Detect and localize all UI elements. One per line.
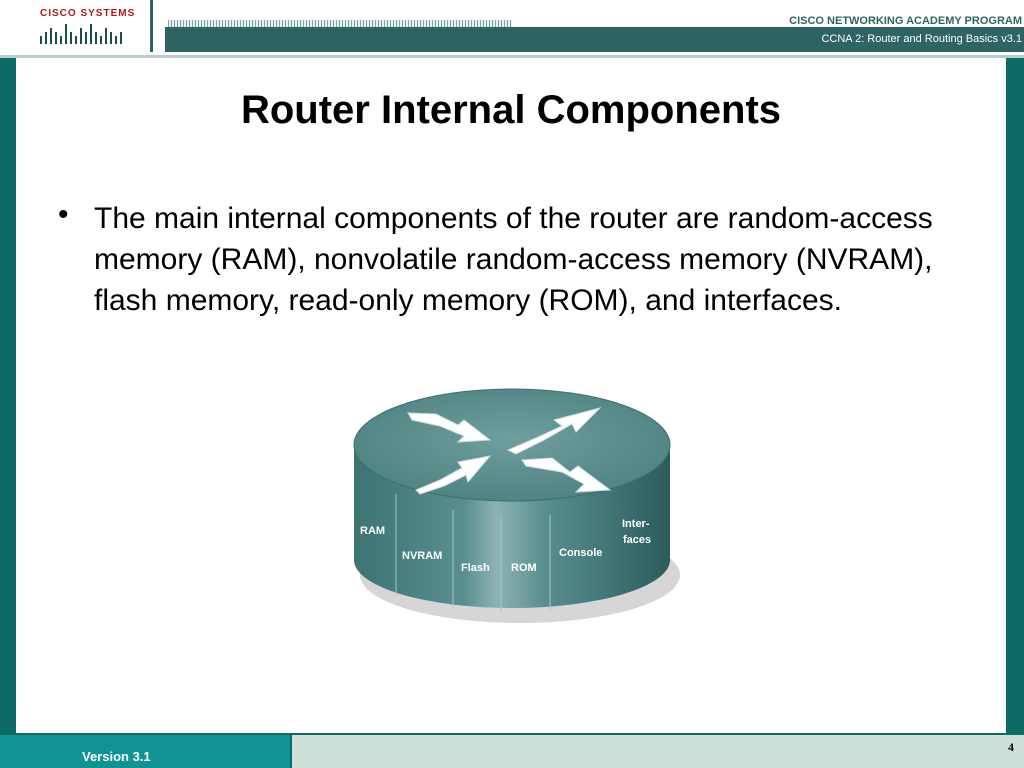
- router-top: [353, 388, 671, 502]
- cisco-logo: CISCO SYSTEMS: [0, 0, 153, 52]
- header-stripe: [168, 20, 512, 28]
- nvram-label: NVRAM: [402, 550, 442, 562]
- interfaces-label-line2: faces: [623, 534, 651, 546]
- console-label: Console: [559, 547, 602, 559]
- right-border: [1006, 58, 1024, 738]
- logo-text: CISCO SYSTEMS: [40, 8, 136, 19]
- bullet-marker: •: [58, 198, 69, 231]
- ram-label: RAM: [360, 525, 385, 537]
- bullet-text: The main internal components of the rout…: [94, 202, 933, 317]
- flash-label: Flash: [461, 562, 490, 574]
- router-diagram: RAM NVRAM Flash ROM Console Inter- faces: [353, 388, 680, 623]
- version-label: Version 3.1: [82, 749, 151, 764]
- header-band: [165, 27, 1024, 52]
- cisco-bars-icon: [40, 24, 122, 44]
- interfaces-label-line1: Inter-: [622, 518, 650, 530]
- router-arrows-icon: [407, 407, 612, 495]
- footer-page-panel: 4: [290, 733, 1024, 768]
- page-number: 4: [1008, 740, 1014, 754]
- left-border: [0, 58, 16, 738]
- course-title: CCNA 2: Router and Routing Basics v3.1: [821, 33, 1022, 45]
- slide-footer: Version 3.1 4: [0, 733, 1024, 768]
- slide-header: CISCO SYSTEMS: [0, 0, 1024, 60]
- slide-title: Router Internal Components: [240, 88, 782, 132]
- program-title: CISCO NETWORKING ACADEMY PROGRAM: [789, 15, 1022, 27]
- footer-version-panel: Version 3.1: [0, 733, 290, 768]
- rom-label: ROM: [511, 562, 537, 574]
- header-rule: [0, 55, 1024, 58]
